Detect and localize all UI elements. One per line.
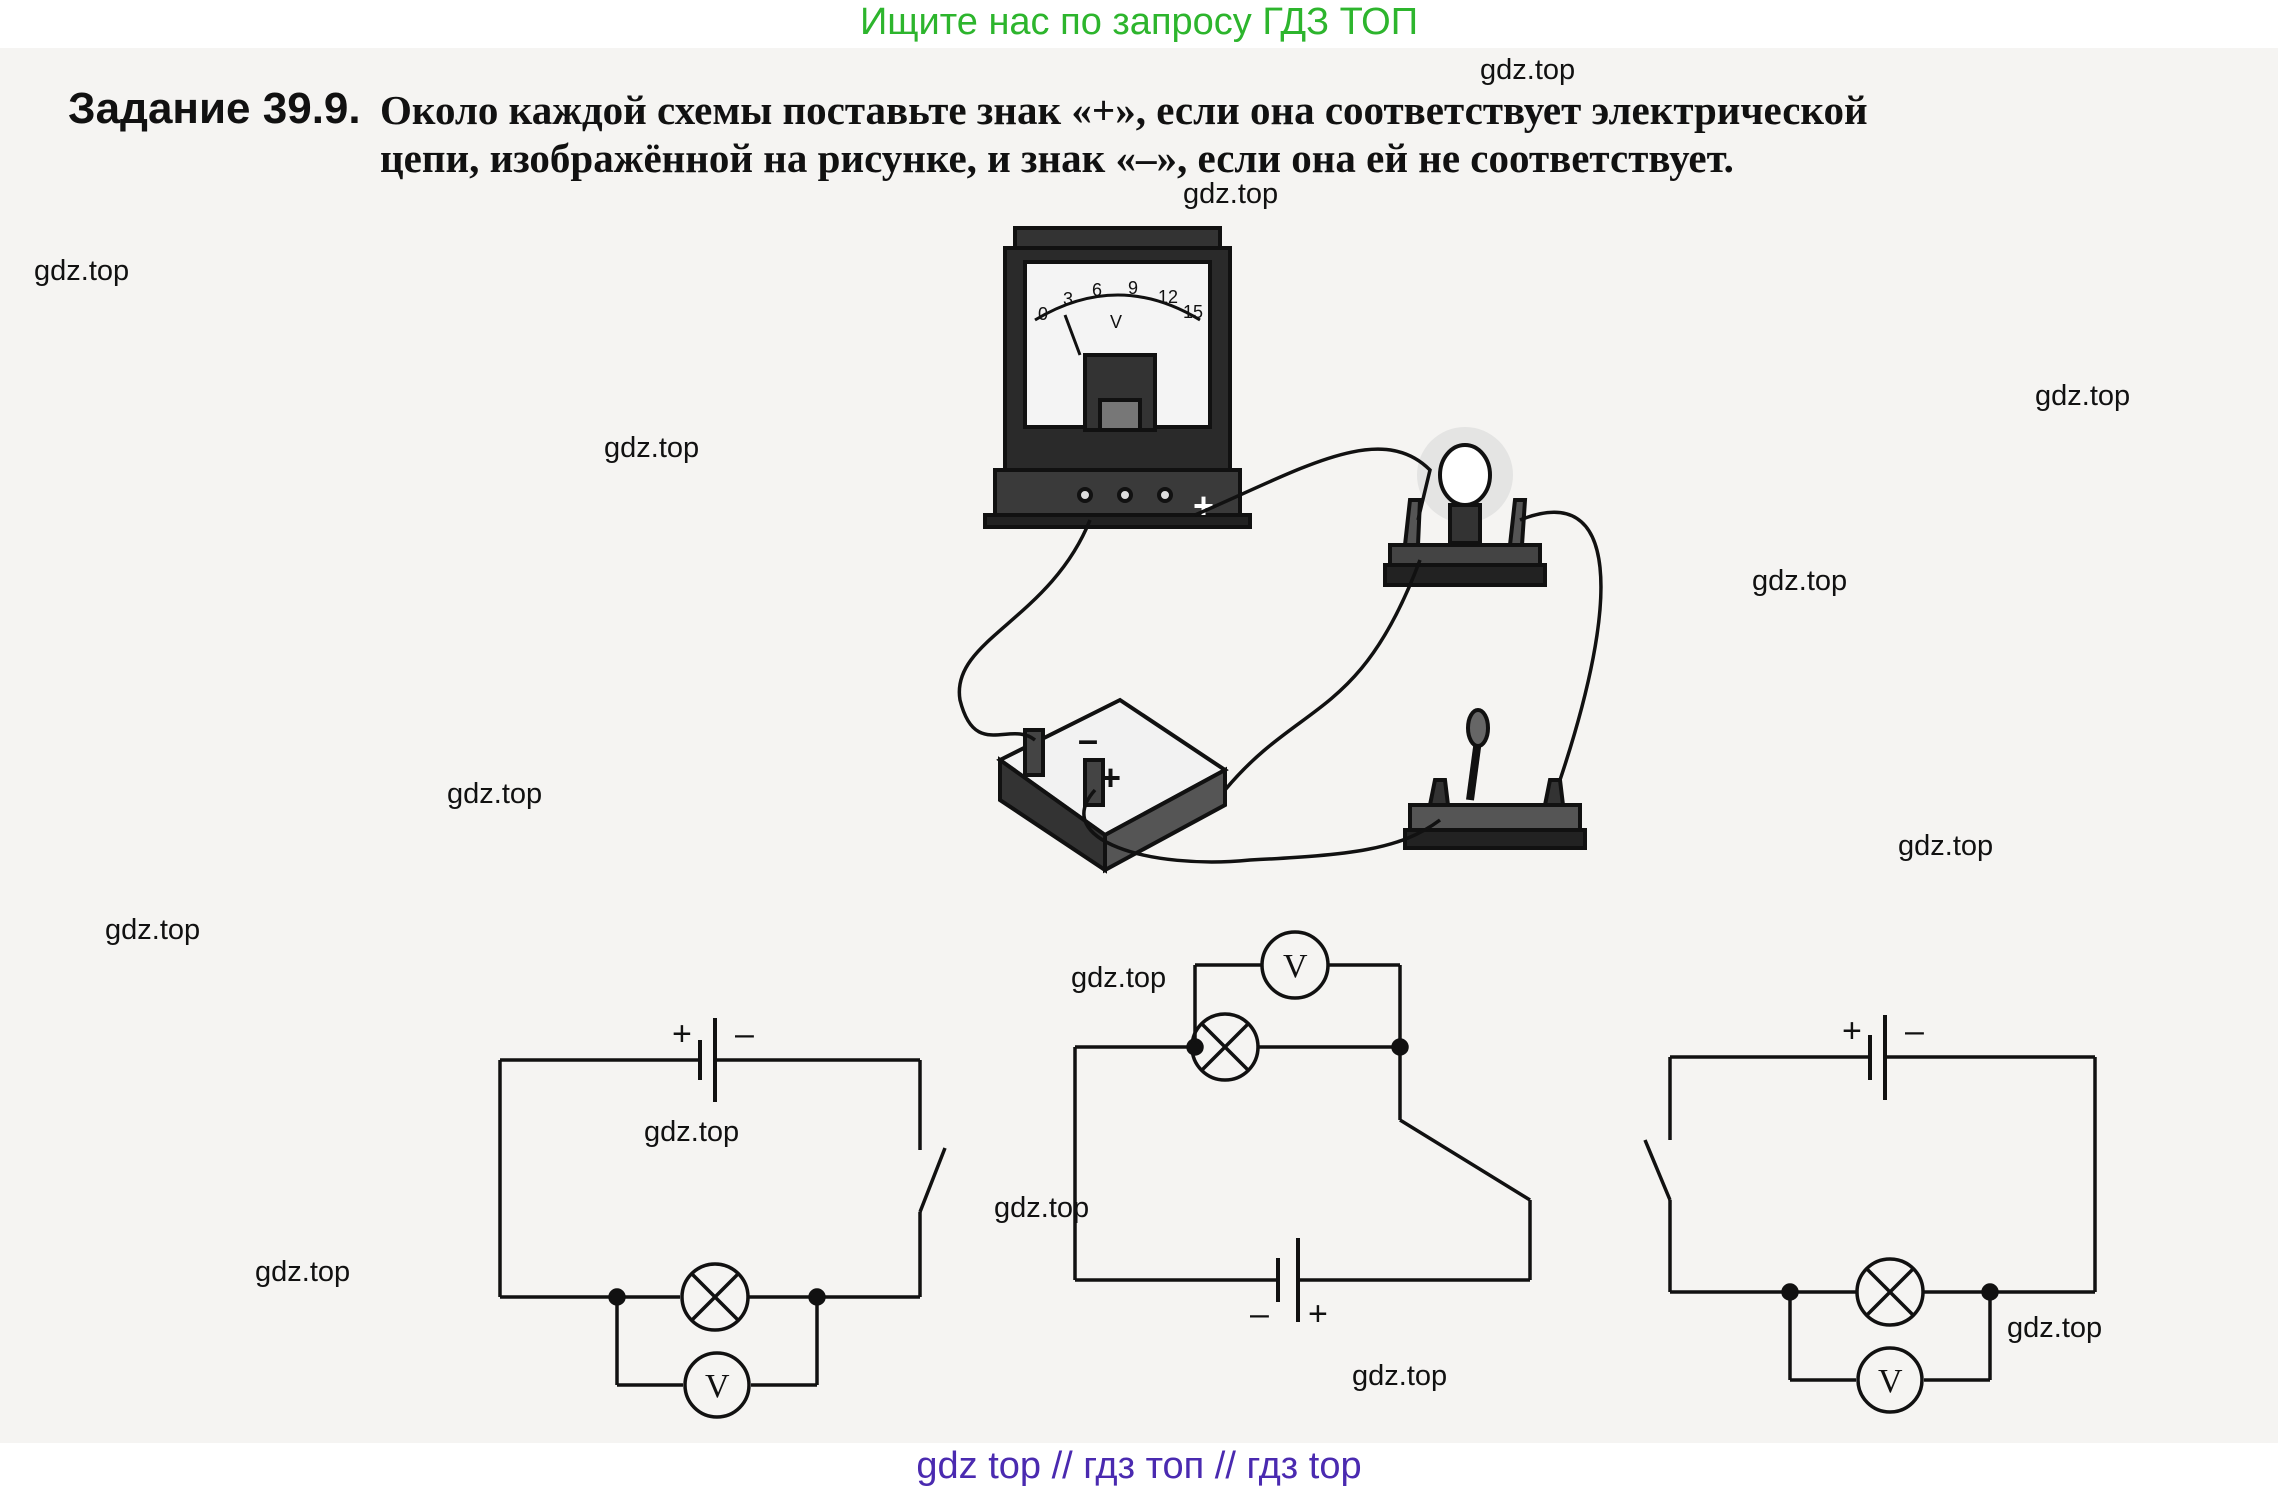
battery-device: [996, 697, 1229, 874]
watermark: gdz.top: [1071, 962, 1167, 994]
watermark: gdz.top: [994, 1192, 1090, 1224]
battery-minus-label: –: [1078, 719, 1098, 760]
top-banner[interactable]: Ищите нас по запросу ГДЗ ТОП: [859, 1, 1419, 43]
watermark: gdz.top: [255, 1256, 351, 1288]
watermark: gdz.top: [1183, 178, 1279, 210]
watermark: gdz.top: [105, 914, 201, 946]
schematic-1-voltmeter-label: V: [705, 1368, 730, 1405]
lamp-device: [1383, 427, 1547, 587]
voltmeter-unit: V: [1110, 312, 1122, 332]
watermark: gdz.top: [1752, 565, 1848, 597]
schematic-1-minus: –: [735, 1015, 754, 1053]
schematic-3-minus: –: [1905, 1012, 1924, 1050]
schematic-3-plus: +: [1842, 1012, 1862, 1050]
watermark: gdz.top: [1352, 1360, 1448, 1392]
watermark: gdz.top: [2007, 1312, 2103, 1344]
task-number: Задание 39.9.: [68, 84, 361, 133]
schematic-2: [1073, 930, 1532, 1322]
watermark: gdz.top: [1480, 54, 1576, 86]
knife-switch-device: [1403, 708, 1587, 850]
schematic-3-voltmeter-label: V: [1878, 1363, 1903, 1400]
voltmeter-tick-3: 3: [1063, 289, 1073, 309]
voltmeter-tick-12: 12: [1158, 287, 1178, 307]
voltmeter-tick-15: 15: [1183, 302, 1203, 322]
connecting-wires: [957, 447, 1603, 864]
watermark: gdz.top: [2035, 380, 2131, 412]
watermark: gdz.top: [34, 255, 130, 287]
watermark: gdz.top: [1898, 830, 1994, 862]
task-text-line-1: Около каждой схемы поставьте знак «+», е…: [380, 87, 1868, 133]
voltmeter-tick-0: 0: [1038, 304, 1048, 324]
voltmeter-tick-6: 6: [1092, 280, 1102, 300]
battery-plus-label: +: [1100, 757, 1121, 798]
watermark: gdz.top: [644, 1116, 740, 1148]
schematic-2-voltmeter-label: V: [1283, 948, 1308, 985]
schematic-1: [498, 1018, 947, 1419]
schematic-1-plus: +: [672, 1015, 692, 1053]
watermark: gdz.top: [604, 432, 700, 464]
voltmeter-tick-9: 9: [1128, 278, 1138, 298]
bottom-banner[interactable]: gdz top // гдз топ // гдз top: [916, 1445, 1362, 1487]
schematic-2-minus: –: [1250, 1295, 1269, 1333]
schematic-2-plus: +: [1308, 1295, 1328, 1333]
voltmeter-device: [983, 226, 1252, 529]
schematic-3: [1643, 1015, 2097, 1414]
watermark: gdz.top: [447, 778, 543, 810]
voltmeter-plus-terminal: +: [1193, 485, 1214, 526]
task-text-line-2: цепи, изображённой на рисунке, и знак «–…: [380, 135, 1734, 181]
